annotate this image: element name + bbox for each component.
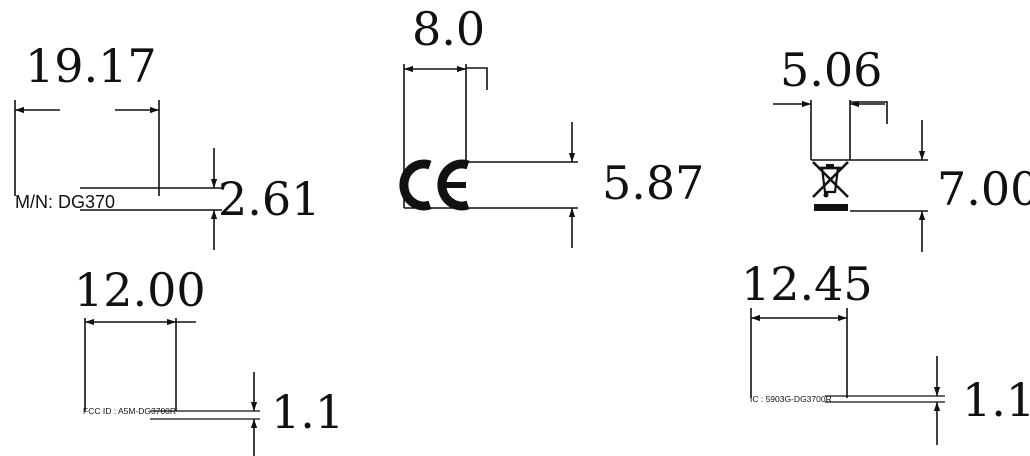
weee-width-hook [850,101,888,124]
ce-width-value: 8.0 [412,2,485,56]
fcc-id-group: 12.00 FCC ID : A5M-DG3700R 1.1 [74,263,344,456]
weee-group: 5.06 7.00 [773,43,1030,252]
weee-width-value: 5.06 [780,43,882,97]
ic-height-value: 1.1 [962,373,1030,427]
ic-id-group: 12.45 IC : 5903G-DG3700R 1.1 [741,257,1030,445]
ic-width-value: 12.45 [741,257,873,311]
ce-mark-group: 8.0 5.87 [399,2,704,248]
ic-id-label: IC : 5903G-DG3700R [750,394,832,404]
ce-height-value: 5.87 [602,156,704,210]
crossed-out-wheelie-bin-icon [811,159,850,211]
ce-width-hook [466,67,488,90]
fcc-width-value: 12.00 [74,263,206,317]
fcc-height-value: 1.1 [271,385,344,439]
mn-height-value: 2.61 [218,172,320,226]
mn-width-value: 19.17 [25,39,157,93]
weee-height-value: 7.00 [937,162,1030,216]
model-number-label: M/N: DG370 [15,192,115,212]
ce-mark-icon [399,159,470,211]
model-number-group: 19.17 M/N: DG370 2.61 [14,39,320,250]
fcc-id-label: FCC ID : A5M-DG3700R [83,406,176,416]
